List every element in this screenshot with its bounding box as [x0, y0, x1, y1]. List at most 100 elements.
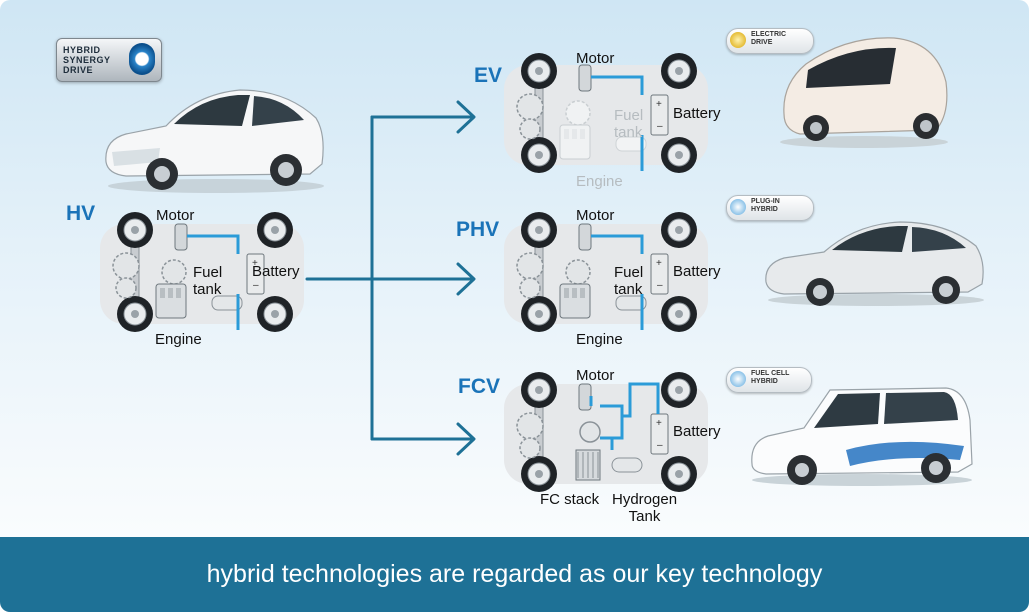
gear-icon: [519, 277, 541, 299]
engine-cylinder: [564, 129, 569, 139]
wheel: [521, 53, 557, 89]
wheel: [661, 456, 697, 492]
battery-plus-sign: +: [252, 258, 258, 269]
wheel: [117, 296, 153, 332]
fuel-tank-icon: [615, 136, 647, 152]
gear-icon: [565, 100, 591, 126]
phv-fuel-tank-line-1: Fuel: [614, 264, 644, 281]
wheel: [257, 296, 293, 332]
gear-icon: [519, 118, 541, 140]
wheel: [521, 456, 557, 492]
chassis-plate: [504, 65, 708, 165]
fuel-tank-icon: [211, 295, 243, 311]
phv-fuel-tank-line-2: tank: [614, 281, 643, 298]
footer-caption-bar: hybrid technologies are regarded as our …: [0, 537, 1029, 612]
phv-label: PHV: [456, 218, 500, 241]
fcv-badge-line-2: HYBRID: [751, 378, 778, 385]
battery-minus-sign: –: [657, 440, 663, 451]
phv-engine-label: Engine: [576, 331, 623, 348]
gear-icon: [115, 277, 137, 299]
hv-label: HV: [66, 202, 96, 225]
hybrid-synergy-drive-logo: HYBRID SYNERGY DRIVE: [56, 38, 162, 82]
ev-badge-line-2: DRIVE: [751, 39, 773, 46]
footer-caption-text: hybrid technologies are regarded as our …: [206, 560, 823, 588]
gear-icon: [112, 252, 140, 280]
gear-icon: [516, 93, 544, 121]
logo-line-3: DRIVE: [63, 65, 94, 75]
gear-icon: [516, 412, 544, 440]
fcv-badge-line-1: FUEL CELL: [751, 370, 790, 377]
arrowhead-fcv: [456, 422, 476, 456]
wheel: [661, 296, 697, 332]
ev-fuel-tank-line-1: Fuel: [614, 107, 644, 124]
ev-badge-icon: [730, 32, 746, 48]
engine-cylinder: [564, 288, 569, 298]
motor-icon: [578, 383, 592, 411]
engine-cylinder: [160, 288, 165, 298]
engine-cylinder: [580, 288, 585, 298]
prius-phv-car-image: [765, 221, 984, 306]
ev-fuel-tank-line-2: tank: [614, 124, 643, 141]
wheel: [521, 372, 557, 408]
hv-fuel-tank-line-2: tank: [193, 281, 222, 298]
ev-label: EV: [474, 64, 503, 87]
fcv-hydrogen-tank-line-1: Hydrogen: [612, 491, 678, 508]
battery-icon: [246, 253, 265, 295]
power-wire: [589, 382, 660, 450]
power-wire: [591, 234, 644, 330]
hv-motor-label: Motor: [156, 207, 195, 224]
engine-cylinder: [580, 129, 585, 139]
gear-icon: [161, 259, 187, 285]
engine-cylinder: [168, 288, 173, 298]
ev-motor-label: Motor: [576, 50, 615, 67]
gear-icon: [565, 259, 591, 285]
wheel: [661, 372, 697, 408]
gear-icon: [519, 437, 541, 459]
prius-hv-car-image: [105, 89, 324, 193]
engine-cylinder: [176, 288, 181, 298]
motor-icon: [174, 223, 188, 251]
battery-plus-sign: +: [656, 418, 662, 429]
logo-ring-icon: [129, 43, 155, 75]
gear-icon: [579, 421, 601, 443]
ev-concept-car-image: [780, 37, 948, 148]
motor-icon: [578, 64, 592, 92]
phv-badge-line-1: PLUG-IN: [751, 198, 780, 205]
hv-fuel-tank-line-1: Fuel: [193, 264, 223, 281]
fcv-label: FCV: [458, 375, 500, 398]
hv-drivetrain-diagram: +–: [100, 212, 304, 332]
ev-badge-line-1: ELECTRIC: [751, 31, 786, 38]
arrowhead-ev: [456, 100, 476, 134]
fuel-tank-icon: [615, 295, 647, 311]
hv-engine-label: Engine: [155, 331, 202, 348]
battery-plus-sign: +: [656, 99, 662, 110]
wheel: [521, 137, 557, 173]
fcv-badge-icon: [730, 371, 746, 387]
chassis-plate: [100, 224, 304, 324]
wheel: [257, 212, 293, 248]
engine-cylinder: [572, 129, 577, 139]
hv-battery-label: Battery: [252, 263, 300, 280]
hydrogen-tank-icon: [611, 457, 643, 473]
fcv-motor-label: Motor: [576, 367, 615, 384]
phv-badge-icon: [730, 199, 746, 215]
wheel: [661, 137, 697, 173]
logo-line-1: HYBRID: [63, 45, 101, 55]
wheel: [521, 212, 557, 248]
power-wire: [591, 75, 644, 171]
logo-line-2: SYNERGY: [63, 55, 111, 65]
fcv-drivetrain-diagram: +–: [504, 372, 708, 492]
phv-motor-label: Motor: [576, 207, 615, 224]
motor-icon: [578, 223, 592, 251]
battery-icon: [650, 253, 669, 295]
fcv-battery-label: Battery: [673, 423, 721, 440]
ev-drivetrain-diagram: +–: [504, 53, 708, 173]
